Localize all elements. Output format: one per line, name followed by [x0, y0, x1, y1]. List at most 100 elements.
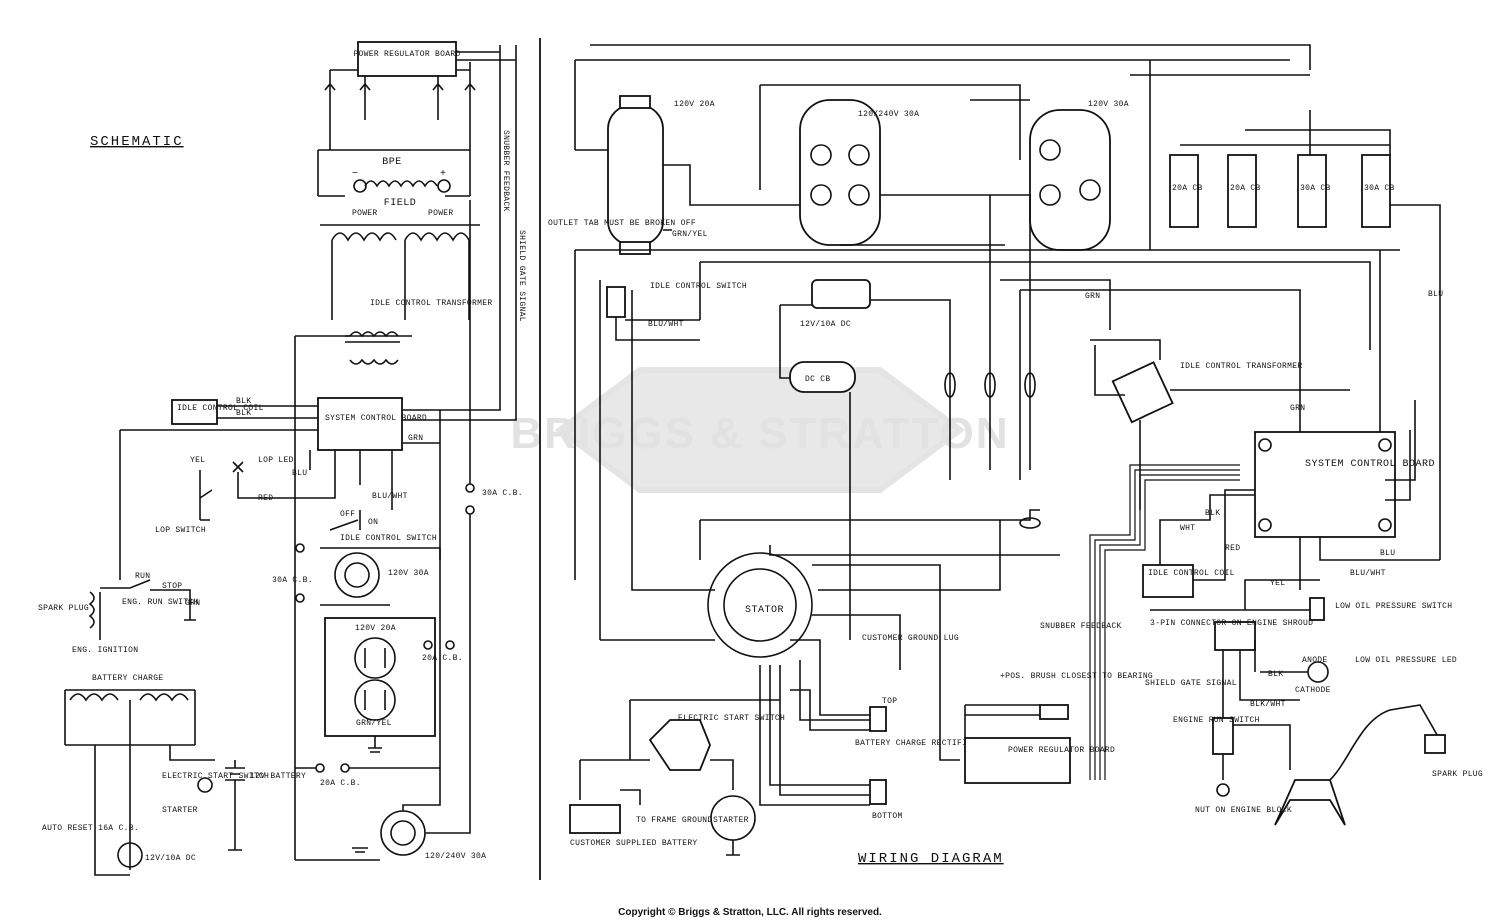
sch-wire-grn: GRN	[408, 434, 423, 443]
wd-idle-switch-label: IDLE CONTROL SWITCH	[650, 282, 747, 291]
wd-rectifier-label: BATTERY CHARGE RECTIFIER	[855, 739, 977, 748]
wd-dc-cb	[789, 361, 856, 393]
sch-cb-20a-bottom: 20A C.B.	[320, 779, 361, 788]
sch-wire-red: RED	[258, 494, 273, 503]
sch-run-label: RUN	[135, 572, 150, 581]
wd-dc-receptacle	[811, 279, 871, 309]
wd-outlet-tab-note: OUTLET TAB MUST BE BROKEN OFF	[548, 219, 696, 228]
wd-stator	[707, 552, 813, 658]
wd-bluwht-label: BLU/WHT	[648, 320, 684, 329]
sch-power-left: POWER	[352, 209, 378, 218]
wd-cb-3: 30A CB	[1300, 184, 1331, 193]
wd-dc-receptacle-label: 12V/10A DC	[800, 320, 851, 329]
svg-text:−: −	[352, 169, 359, 180]
wd-spark-plug	[1424, 734, 1446, 754]
schematic-title: SCHEMATIC	[90, 134, 184, 150]
sch-electric-start-label: ELECTRIC START SWITCH	[162, 772, 269, 781]
wd-stator-label: STATOR	[745, 605, 784, 616]
sch-auto-reset-label: AUTO RESET 16A C.B.	[42, 824, 139, 833]
wd-3pin-connector	[1214, 621, 1256, 651]
wd-3pin-label: 3-PIN CONNECTOR ON ENGINE SHROUD	[1150, 619, 1313, 628]
sch-outlet-120v-30a-label: 120V 30A	[388, 569, 429, 578]
sch-battery-label: 12V BATTERY	[250, 772, 306, 781]
wd-wire-blu: BLU	[1428, 290, 1443, 299]
wd-lop-led	[1307, 661, 1329, 683]
sch-dc-cb-label: 12V/10A DC	[145, 854, 196, 863]
sch-prb-label: POWER REGULATOR BOARD	[353, 50, 460, 59]
sch-field-label: FIELD	[384, 198, 417, 209]
wd-grnyel-label: GRN/YEL	[672, 230, 708, 239]
wd-nut-engine-label: NUT ON ENGINE BLOCK	[1195, 806, 1292, 815]
wd-idle-transformer	[1111, 361, 1174, 424]
sch-wire-yel: YEL	[190, 456, 205, 465]
sch-bpe-label: BPE	[382, 157, 402, 168]
sch-on-label: ON	[368, 518, 378, 527]
wd-bottom-label: BOTTOM	[872, 812, 903, 821]
wd-idle-control-coil	[1142, 564, 1194, 598]
wd-wire-grn-1: GRN	[1085, 292, 1100, 301]
wd-lop-led-label: LOW OIL PRESSURE LED	[1355, 656, 1457, 665]
watermark-text: BRIGGS & STRATTON	[510, 409, 1009, 458]
wd-idle-transformer-label: IDLE CONTROL TRANSFORMER	[1180, 362, 1302, 371]
sch-power-regulator-board	[357, 41, 457, 77]
wd-lop-switch-label: LOW OIL PRESSURE SWITCH	[1335, 602, 1452, 611]
wd-cathode-label: CATHODE	[1295, 686, 1331, 695]
sch-cb-30a-left: 30A C.B.	[272, 576, 313, 585]
svg-text:+: +	[440, 169, 447, 180]
sch-wire-blk-2: BLK	[236, 409, 251, 418]
wd-power-regulator-board	[964, 737, 1071, 784]
wd-idle-coil-label: IDLE CONTROL COIL	[1148, 569, 1235, 578]
sch-idle-switch-label: IDLE CONTROL SWITCH	[340, 534, 437, 543]
wd-wire-wht: WHT	[1180, 524, 1195, 533]
wd-cb-4: 30A CB	[1364, 184, 1395, 193]
sch-outlet-120-240-label: 120/240V 30A	[425, 852, 486, 861]
wd-prb-label: POWER REGULATOR BOARD	[1008, 746, 1115, 755]
wd-outlet-120v-20a-label: 120V 20A	[674, 100, 715, 109]
sch-eng-run-switch-label: ENG. RUN SWITCH	[122, 598, 199, 607]
wd-outlet-120-240-label: 120/240V 30A	[858, 110, 919, 119]
wd-cb-2: 20A CB	[1230, 184, 1261, 193]
wd-starter-label: STARTER	[713, 816, 749, 825]
wd-frame-ground-label: TO FRAME GROUND	[636, 816, 713, 825]
sch-wire-bluwht: BLU/WHT	[372, 492, 408, 501]
sch-grn-label: GRN	[185, 599, 200, 608]
wd-snubber-label: SNUBBER FEEDBACK	[1040, 622, 1122, 631]
sch-lop-switch-label: LOP SWITCH	[155, 526, 206, 535]
wd-wire-yel: YEL	[1270, 579, 1285, 588]
sch-wire-blu: BLU	[292, 469, 307, 478]
sch-wire-blk-1: BLK	[236, 397, 251, 406]
wd-wire-red: RED	[1225, 544, 1240, 553]
sch-lop-led	[232, 461, 244, 473]
copyright-footer: Copyright © Briggs & Stratton, LLC. All …	[618, 907, 882, 918]
wd-cb-1: 20A CB	[1172, 184, 1203, 193]
wd-wire-blk2: BLK	[1268, 670, 1283, 679]
wd-system-control-board	[1254, 431, 1396, 538]
sch-shield-label: SHIELD GATE SIGNAL	[517, 230, 526, 322]
sch-system-control-board	[317, 397, 403, 451]
sch-outlet-120v-30a	[334, 552, 380, 598]
sch-cb-30a-right: 30A C.B.	[482, 489, 523, 498]
sch-spark-plug-label: SPARK PLUG	[38, 604, 89, 613]
sch-lop-led-label: LOP LED	[258, 456, 294, 465]
sch-idle-transformer-label: IDLE CONTROL TRANSFORMER	[370, 299, 492, 308]
wd-electric-start-label: ELECTRIC START SWITCH	[678, 714, 785, 723]
wd-outlet-120v-30a	[1029, 109, 1111, 251]
wd-outlet-120v-30a-label: 120V 30A	[1088, 100, 1129, 109]
sch-off-label: OFF	[340, 510, 355, 519]
wd-outlet-120-240-30a	[799, 99, 881, 246]
wd-wire-blkwht: BLK/WHT	[1250, 700, 1286, 709]
sch-grnyel-label: GRN/YEL	[356, 719, 392, 728]
wd-ignition-module	[1274, 779, 1346, 826]
wd-wire-bluwht: BLU/WHT	[1350, 569, 1386, 578]
sch-scb-label: SYSTEM CONTROL BOARD	[325, 414, 427, 423]
wd-spark-plug-label: SPARK PLUG	[1432, 770, 1483, 779]
sch-outlet-120-240	[380, 810, 426, 856]
sch-duplex-label: 120V 20A	[355, 624, 396, 633]
wd-circuit-breakers: 20A CB 20A CB 30A CB 30A CB	[1169, 154, 1395, 228]
sch-power-right: POWER	[428, 209, 454, 218]
wd-wire-grn-2: GRN	[1290, 404, 1305, 413]
wd-engine-run-label: ENGINE RUN SWITCH	[1173, 716, 1260, 725]
wd-scb-label: SYSTEM CONTROL BOARD	[1305, 459, 1435, 470]
sch-idle-coil-label: IDLE CONTROL COIL	[177, 404, 264, 413]
